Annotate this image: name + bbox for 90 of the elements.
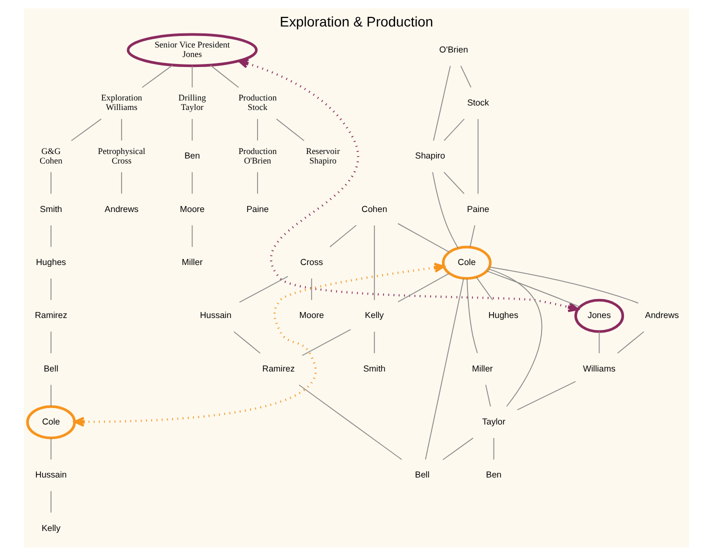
- connector: [257, 172, 258, 194]
- node-text: Reservoir Shapiro: [306, 146, 340, 166]
- connector: [485, 384, 491, 407]
- connector: [330, 224, 357, 248]
- connector: [374, 225, 375, 301]
- node-text: Hughes: [36, 256, 66, 267]
- connector: [298, 384, 402, 460]
- node-text: Shapiro: [415, 150, 446, 161]
- connector: [50, 224, 52, 248]
- connector: [239, 276, 288, 303]
- connector: [617, 331, 644, 354]
- connector: [397, 223, 450, 252]
- connector: [233, 331, 261, 354]
- node-text: Smith: [363, 363, 386, 374]
- arrow: [74, 262, 445, 427]
- connector: [311, 278, 312, 300]
- node-text: Petrophysical Cross: [98, 146, 146, 166]
- node-text: Paine: [246, 204, 269, 214]
- connector: [50, 438, 52, 460]
- node-text: Taylor: [482, 416, 506, 426]
- node-text: Kelly: [364, 310, 384, 320]
- connector: [489, 266, 639, 304]
- node-ellipse: Jones: [574, 298, 624, 333]
- node-text: O'Brien: [439, 44, 468, 54]
- node-text: Moore: [180, 204, 205, 214]
- node-text: Stock: [467, 97, 489, 108]
- connector: [470, 224, 476, 248]
- diagram-title: Exploration & Production: [280, 13, 434, 30]
- connector: [425, 278, 464, 460]
- connector: [374, 331, 375, 354]
- node-text: Hussain: [35, 470, 67, 480]
- node-text: Bell: [415, 470, 430, 480]
- connector: [50, 172, 52, 194]
- connector: [70, 118, 102, 142]
- connector: [466, 278, 478, 354]
- node-text: Moore: [299, 310, 324, 320]
- node-ellipse: Cole: [26, 405, 76, 440]
- connector: [493, 438, 494, 460]
- node-text: Ramirez: [34, 310, 68, 320]
- node-text: Andrews: [645, 310, 679, 320]
- connector: [478, 118, 479, 194]
- connector: [192, 172, 193, 194]
- node-text: Ramirez: [262, 363, 295, 374]
- node-ellipse: Cole: [442, 246, 492, 280]
- node-text: Cohen: [362, 204, 388, 214]
- node-text: G&G Cohen: [40, 146, 62, 166]
- node-text: Smith: [40, 204, 62, 214]
- connector: [142, 64, 173, 88]
- connector: [50, 278, 52, 300]
- connector: [488, 268, 542, 407]
- connector: [442, 438, 474, 460]
- connector: [433, 66, 451, 142]
- node-text: Cross: [300, 256, 323, 267]
- node-text: Andrews: [104, 204, 139, 214]
- connector: [302, 329, 352, 356]
- connector: [192, 224, 193, 248]
- node-text: Hughes: [488, 310, 518, 320]
- node-text: Bell: [44, 363, 58, 374]
- connector: [516, 381, 576, 410]
- connector: [444, 172, 465, 194]
- node-text: Williams: [583, 363, 616, 374]
- node-text: Exploration Williams: [101, 92, 142, 112]
- connector: [50, 490, 52, 514]
- connector: [276, 118, 305, 142]
- node-text: Production O'Brien: [238, 146, 277, 166]
- node-text: Paine: [466, 204, 490, 214]
- connector: [444, 118, 465, 141]
- node-text: Hussain: [200, 310, 232, 320]
- connector: [460, 65, 472, 88]
- connector: [486, 270, 580, 308]
- node-text: Kelly: [42, 522, 60, 533]
- node-text: Drilling Taylor: [178, 92, 206, 112]
- node-text: Miller: [472, 363, 493, 374]
- node-text: Production Stock: [238, 92, 277, 112]
- connector: [121, 118, 122, 141]
- node-text: Ben: [486, 470, 502, 480]
- connector: [210, 64, 239, 88]
- connector: [398, 273, 450, 302]
- connector: [50, 331, 52, 354]
- connector: [121, 172, 122, 194]
- connector: [50, 384, 52, 407]
- node-text: Ben: [184, 150, 200, 161]
- connector: [257, 118, 258, 141]
- connector: [476, 276, 494, 300]
- connector: [598, 331, 600, 354]
- connector: [432, 172, 458, 248]
- connector: [192, 118, 193, 141]
- connector: [192, 65, 193, 88]
- node-text: Miller: [182, 256, 203, 267]
- arrow: [238, 58, 579, 312]
